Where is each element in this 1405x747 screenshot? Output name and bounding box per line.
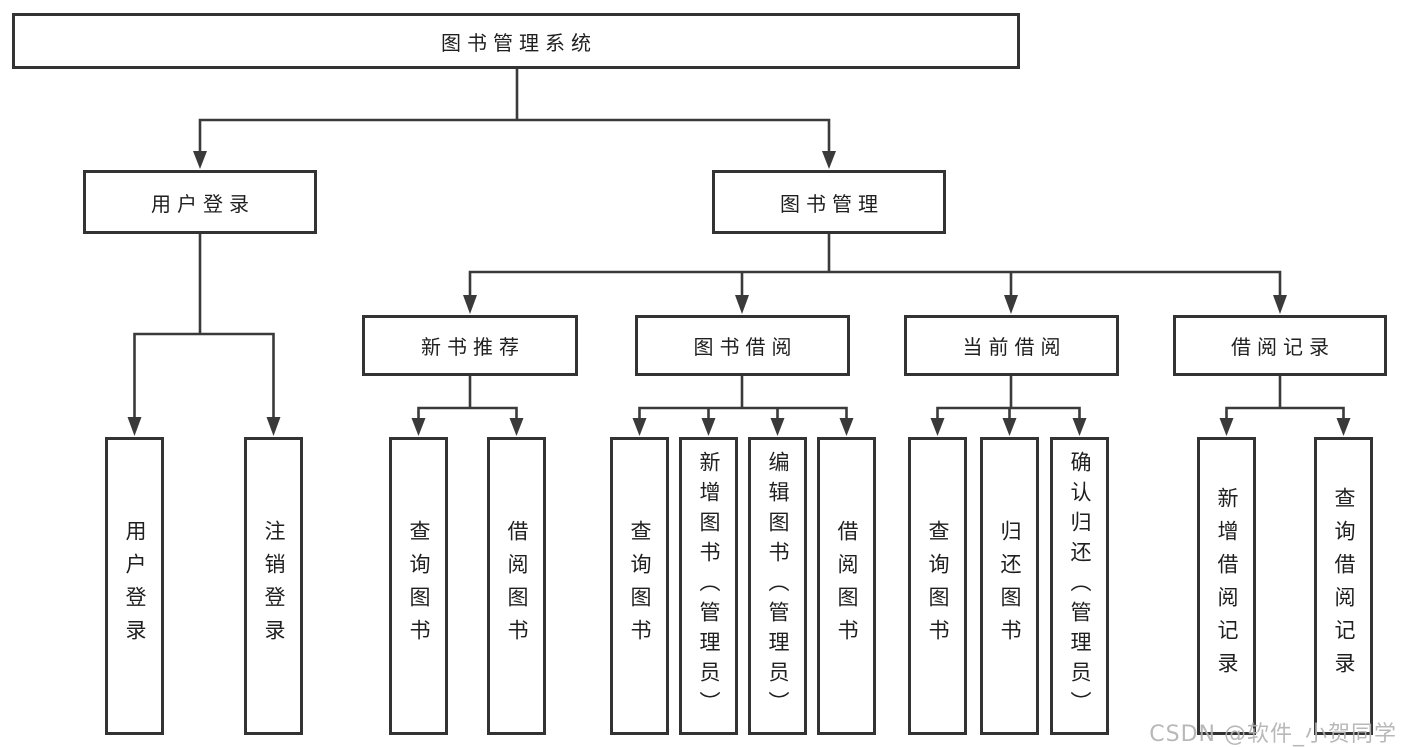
leaf-recommend-query-books-label: 查询图书 [407,520,431,652]
leaf-current-query-books-label: 查询图书 [926,520,950,652]
node-new-book-recommend-label: 新书推荐 [421,335,525,359]
node-new-book-recommend: 新书推荐 [362,315,578,376]
leaf-records-query-record: 查询借阅记录 [1314,437,1373,735]
node-user-login: 用户登录 [83,170,317,234]
node-borrowing-records-label: 借阅记录 [1231,335,1335,359]
leaf-user-login: 用户登录 [105,437,164,735]
node-borrowing-records: 借阅记录 [1173,315,1387,376]
node-user-login-label: 用户登录 [151,191,255,216]
leaf-borrowing-add-books-admin-label: 新增图书（管理员） [697,451,721,721]
leaf-current-confirm-return-admin-label: 确认归还（管理员） [1068,451,1092,721]
leaf-borrowing-borrow-books: 借阅图书 [817,437,876,735]
leaf-records-query-record-label: 查询借阅记录 [1332,487,1356,685]
node-book-management-label: 图书管理 [780,191,884,216]
leaf-borrowing-edit-books-admin-label: 编辑图书（管理员） [766,451,790,721]
leaf-logout-label: 注销登录 [262,520,286,652]
leaf-current-query-books: 查询图书 [908,437,967,735]
leaf-recommend-borrow-books: 借阅图书 [487,437,546,735]
node-root-label: 图书管理系统 [441,30,597,55]
leaf-records-add-record: 新增借阅记录 [1197,437,1256,735]
leaf-borrowing-edit-books-admin: 编辑图书（管理员） [748,437,807,735]
leaf-borrowing-query-books: 查询图书 [610,437,669,735]
leaf-current-return-books-label: 归还图书 [998,520,1022,652]
leaf-user-login-label: 用户登录 [123,520,147,652]
node-current-borrowing-label: 当前借阅 [962,335,1067,359]
leaf-borrowing-add-books-admin: 新增图书（管理员） [679,437,738,735]
leaf-recommend-borrow-books-label: 借阅图书 [505,520,529,652]
leaf-records-add-record-label: 新增借阅记录 [1215,487,1239,685]
leaf-borrowing-query-books-label: 查询图书 [628,520,652,652]
node-book-borrowing-label: 图书借阅 [693,335,798,359]
node-current-borrowing: 当前借阅 [904,315,1119,376]
node-book-management: 图书管理 [712,170,946,234]
leaf-logout: 注销登录 [244,437,303,735]
leaf-current-return-books: 归还图书 [980,437,1039,735]
watermark: CSDN @软件_小贺同学 [1149,722,1397,747]
node-root: 图书管理系统 [12,13,1020,69]
leaf-current-confirm-return-admin: 确认归还（管理员） [1050,437,1109,735]
leaf-recommend-query-books: 查询图书 [389,437,448,735]
leaf-borrowing-borrow-books-label: 借阅图书 [835,520,859,652]
node-book-borrowing: 图书借阅 [635,315,850,376]
